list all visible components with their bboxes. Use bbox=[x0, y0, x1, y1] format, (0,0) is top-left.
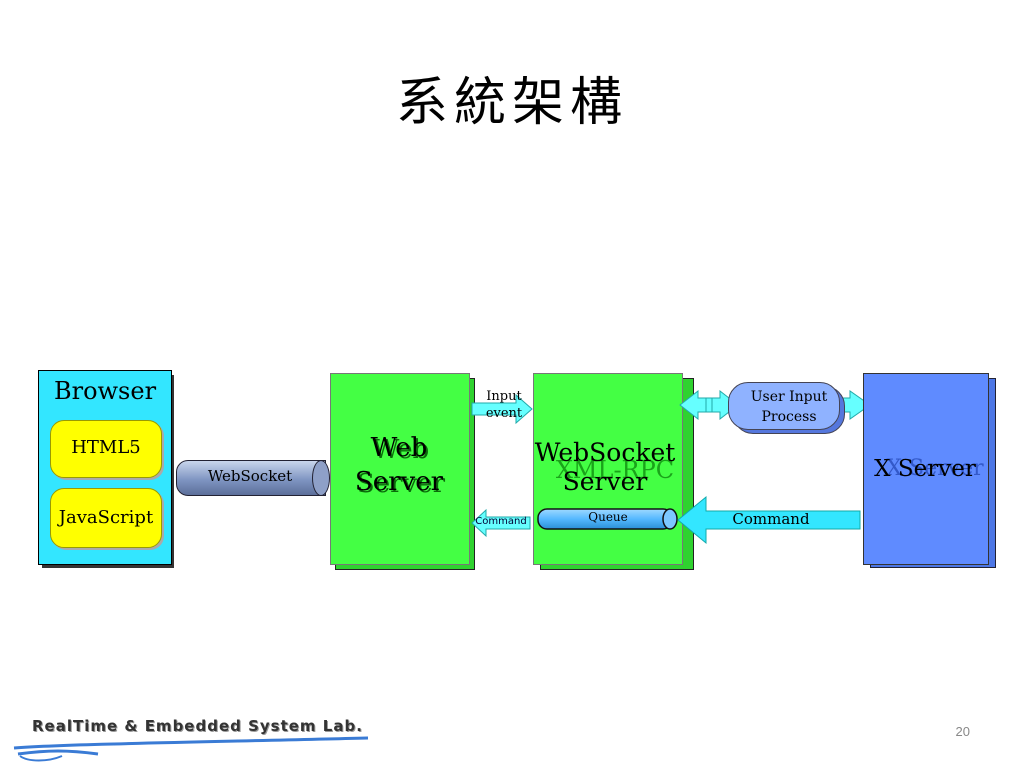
queue-label: Queue bbox=[588, 510, 628, 524]
ws-server-line2: Server bbox=[562, 467, 648, 496]
lab-logo bbox=[13, 736, 369, 762]
user-input-process-box bbox=[728, 382, 840, 430]
lab-name: RealTime & Embedded System Lab. bbox=[32, 717, 363, 735]
websocket-pipe-end bbox=[312, 460, 330, 496]
web-server-box bbox=[330, 373, 470, 565]
web-server-shadow-line2: Server bbox=[356, 469, 446, 499]
web-server-line2: Server bbox=[354, 467, 444, 497]
user-input-process-label: User Input Process bbox=[734, 387, 844, 427]
browser-label: Browser bbox=[53, 377, 157, 405]
input-event-label: Input event bbox=[474, 388, 534, 422]
web-server-shadow-label: Web Server bbox=[330, 433, 472, 501]
queue-pipe bbox=[537, 508, 678, 530]
web-server-shadow-line1: Web bbox=[372, 435, 430, 465]
javascript-pill: JavaScript bbox=[50, 488, 162, 548]
x-server-shadow-label: X Server bbox=[886, 456, 984, 481]
command-small-arrow bbox=[471, 508, 531, 538]
x-server-label: X Server bbox=[874, 456, 976, 482]
ws-server-label: WebSocket Server bbox=[530, 438, 680, 496]
slide-title: 系統架構 bbox=[395, 73, 628, 133]
user-input-line2: Process bbox=[761, 409, 817, 425]
page-number: 20 bbox=[955, 724, 970, 739]
input-event-arrow bbox=[471, 393, 533, 425]
command-arrow bbox=[677, 495, 861, 545]
x-server-box bbox=[863, 373, 989, 565]
command-arrow-label: Command bbox=[732, 510, 810, 528]
web-server-label: Web Server bbox=[328, 431, 470, 499]
command-small-label: Command bbox=[475, 516, 527, 527]
html5-pill: HTML5 bbox=[50, 420, 162, 478]
websocket-pipe-label: WebSocket bbox=[207, 467, 293, 485]
input-event-line1: Input bbox=[486, 389, 522, 404]
user-input-line1: User Input bbox=[750, 389, 828, 405]
ws-server-line1: WebSocket bbox=[534, 438, 676, 467]
web-server-line1: Web bbox=[370, 433, 428, 463]
input-event-line2: event bbox=[485, 406, 523, 421]
ws-server-box bbox=[533, 373, 683, 565]
websocket-pipe bbox=[176, 460, 326, 496]
xml-rpc-label: XML-RPC bbox=[555, 456, 675, 484]
